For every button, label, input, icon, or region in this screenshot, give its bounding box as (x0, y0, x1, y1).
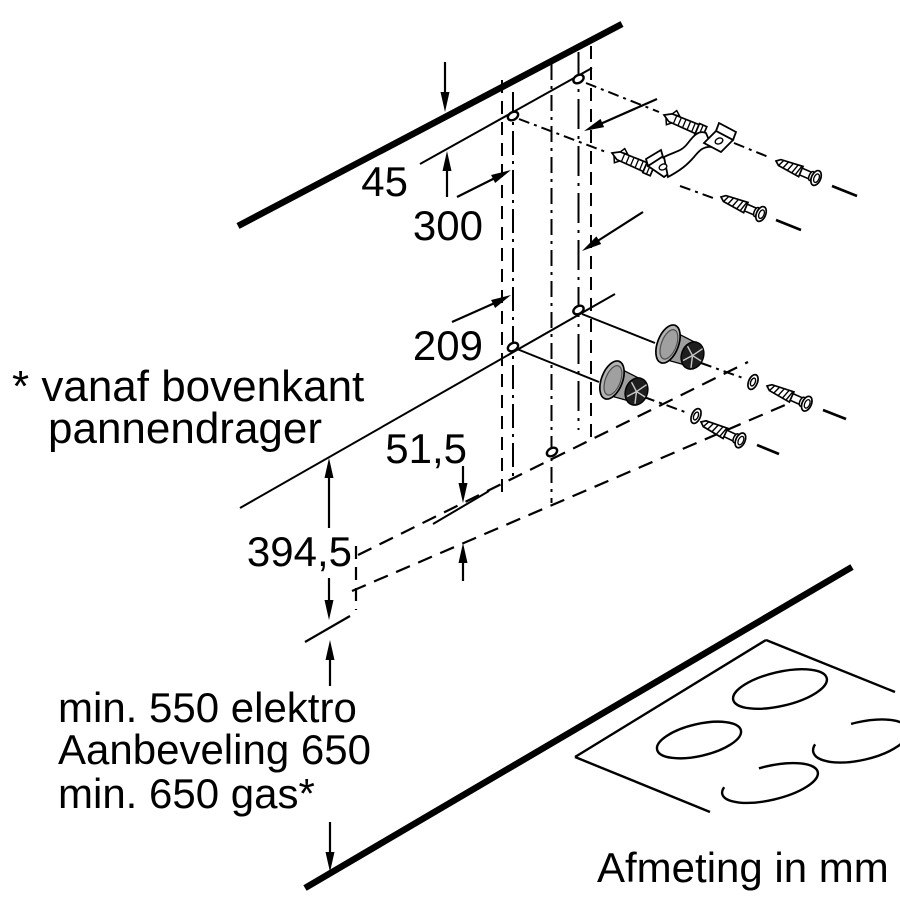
bolt-leader-right (581, 313, 656, 344)
cooktop (574, 638, 900, 814)
hood-bottom-tick (304, 615, 351, 643)
hood-outline-lower (351, 400, 793, 593)
dim-51-5-label: 51,5 (385, 425, 467, 472)
insertion-arrow-lower (582, 211, 644, 251)
hood-outline-upper (357, 361, 749, 556)
washer-right (745, 372, 761, 392)
dim-209-label: 209 (413, 322, 483, 369)
screw-middle-right (762, 378, 815, 414)
dimension-45: 45 (361, 62, 452, 205)
dim-45-label: 45 (361, 158, 408, 205)
burner-bottom (720, 761, 820, 805)
mounting-hole-lower-left (506, 341, 520, 353)
clearance-line-2: Aanbeveling 650 (58, 726, 371, 773)
clearance-note: min. 550 elektro Aanbeveling 650 min. 65… (58, 684, 371, 817)
hanger-bolt-right (650, 320, 712, 378)
mounting-hole-lower-right (572, 304, 585, 316)
dim-300-label: 300 (413, 202, 483, 249)
footnote-line-1: * vanaf bovenkant (12, 362, 364, 411)
dimension-300: 300 (413, 170, 511, 249)
burner-right (811, 718, 900, 764)
hood-lip-extension-line (432, 490, 490, 525)
mounting-hole-center (545, 446, 559, 458)
wall-edge-line (236, 21, 624, 229)
countertop-edge-line (303, 564, 854, 891)
bolt-leader-left (516, 348, 600, 383)
dim-394-5-label: 394,5 (247, 528, 352, 575)
burner-top (731, 668, 829, 710)
screw-top-left (717, 188, 770, 224)
lower-holes-line (239, 293, 616, 509)
burner-left (655, 720, 743, 760)
upper-holes-line (419, 67, 593, 165)
mounting-hole-upper-left (506, 110, 520, 122)
footnote: * vanaf bovenkant pannendrager (12, 362, 364, 453)
insertion-arrow-upper (584, 97, 658, 131)
clearance-dimension-line (325, 640, 335, 872)
axis-trailing-dashes (756, 184, 858, 456)
unit-note: Afmeting in mm (597, 844, 889, 891)
dimension-51-5: 51,5 (385, 425, 468, 581)
screw-middle-left (696, 414, 749, 451)
mounting-hole-upper-right (572, 73, 585, 85)
clearance-line-1: min. 550 elektro (58, 684, 357, 731)
footnote-line-2: pannendrager (48, 404, 322, 453)
dimension-209: 209 (413, 295, 511, 369)
cooktop-outline (574, 638, 896, 814)
screw-top-right (772, 152, 825, 188)
mounting-holes (506, 73, 585, 458)
mounting-axes (518, 82, 772, 413)
hanger-bolt-left (594, 356, 656, 414)
clearance-line-3: min. 650 gas* (58, 770, 315, 817)
mounting-bracket (644, 121, 738, 179)
dimension-394-5: 394,5 (247, 458, 352, 620)
